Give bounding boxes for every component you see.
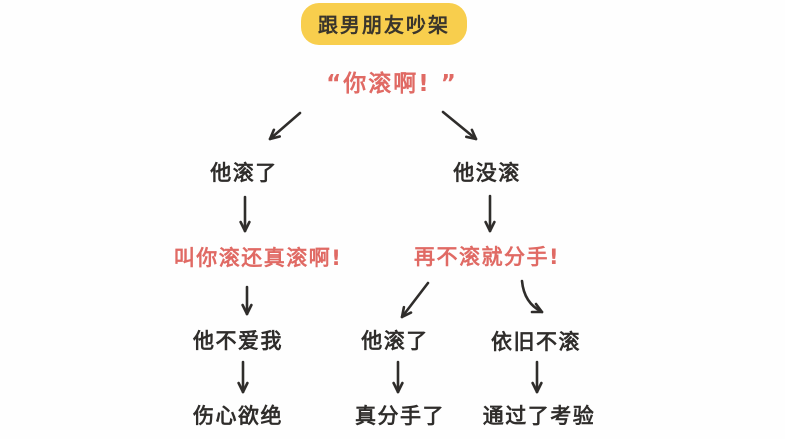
node-he-left-2: 他滚了: [361, 329, 429, 353]
node-he-didnt-leave: 他没滚: [453, 161, 521, 185]
node-told-you-to-leave: 叫你滚还真滚啊!: [173, 246, 343, 270]
flow-arrow-icon: [241, 303, 253, 316]
node-he-doesnt-love-me: 他不爱我: [193, 329, 283, 353]
quote-text: “你滚啊! ”: [326, 71, 458, 97]
flow-arrow-icon: [268, 111, 302, 141]
flow-arrow-icon: [530, 302, 544, 314]
flow-arrow-icon: [400, 281, 430, 319]
flow-arrow-icon: [400, 305, 413, 319]
flow-arrow-icon: [237, 381, 249, 394]
flow-arrow-icon: [465, 128, 478, 141]
node-really-broke-up: 真分手了: [355, 404, 445, 428]
node-still-didnt-leave: 依旧不滚: [491, 330, 581, 354]
flow-arrow-icon: [239, 220, 251, 233]
node-leave-or-breakup: 再不滚就分手!: [413, 245, 561, 269]
flow-arrow-icon: [268, 128, 281, 141]
title-badge: 跟男朋友吵架: [301, 3, 467, 45]
flow-arrow-icon: [441, 110, 478, 141]
flow-arrow-icon: [520, 279, 544, 314]
flow-arrow-icon: [531, 381, 543, 394]
flow-arrow-icon: [484, 220, 496, 233]
flow-arrow-icon: [392, 381, 404, 394]
node-heartbroken: 伤心欲绝: [193, 404, 283, 428]
node-passed-the-test: 通过了考验: [482, 404, 596, 428]
node-he-left: 他滚了: [210, 161, 278, 185]
